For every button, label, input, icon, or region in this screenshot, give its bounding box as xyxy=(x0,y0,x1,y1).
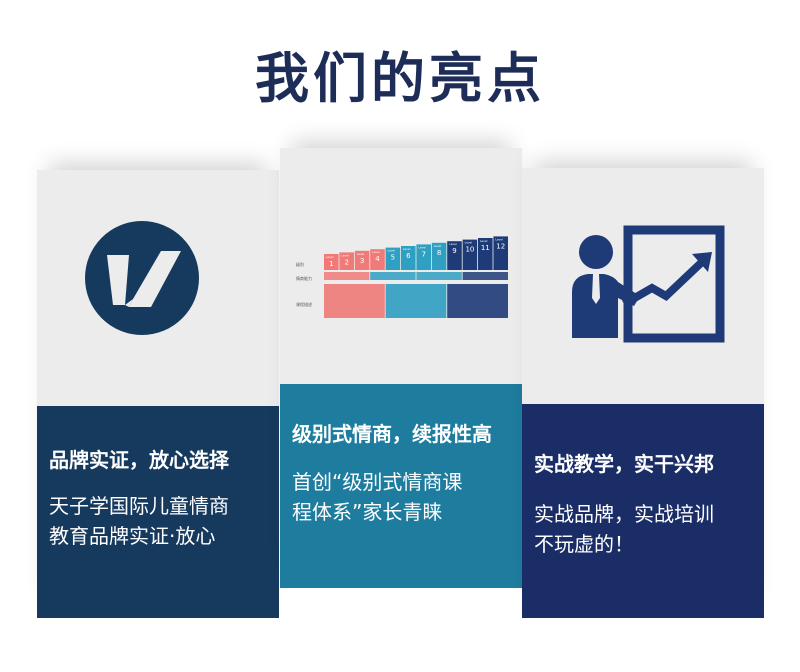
mini-level-box xyxy=(416,244,431,270)
page-title: 我们的亮点 xyxy=(255,47,545,110)
mini-level-tag: Level xyxy=(341,253,349,257)
mini-ability-strip xyxy=(324,272,370,280)
mini-row-label: 情商能力 xyxy=(296,275,312,281)
mini-level-number: 6 xyxy=(406,252,411,260)
card-body-line: 不玩虚的！ xyxy=(534,532,634,556)
mini-level-tag: Level xyxy=(372,250,380,254)
mini-description-block xyxy=(324,284,385,318)
mini-level-number: 10 xyxy=(465,246,474,254)
card-brand-panel: 品牌实证，放心选择 天子学国际儿童情商 教育品牌实证·放心 xyxy=(37,406,279,618)
card-heading: 品牌实证，放心选择 xyxy=(49,448,229,472)
mini-level-tag: Level xyxy=(388,249,396,253)
card-body-line: 实战品牌，实战培训 xyxy=(534,502,714,526)
mini-level-number: 7 xyxy=(421,250,425,258)
mini-description-block xyxy=(385,284,447,318)
mini-ability-strip xyxy=(370,272,416,280)
mini-level-number: 8 xyxy=(437,249,441,257)
level-chart-icon: 级别情商能力课程描述Level1Level2Level3Level4Level5… xyxy=(296,236,508,318)
card-heading: 实战教学，实干兴邦 xyxy=(534,452,714,476)
mini-level-number: 12 xyxy=(496,242,505,250)
card-body-line: 天子学国际儿童情商 xyxy=(49,494,229,518)
mini-ability-strip xyxy=(416,272,462,280)
teacher-chart-icon xyxy=(572,225,725,343)
mini-level-box xyxy=(339,252,354,270)
mini-level-number: 3 xyxy=(360,257,364,265)
mini-level-tag: Level xyxy=(403,247,411,251)
mini-level-box xyxy=(431,242,447,270)
mini-level-box xyxy=(370,249,385,270)
mini-level-tag: Level xyxy=(434,244,442,248)
mini-level-tag: Level xyxy=(326,255,334,259)
mini-level-tag: Level xyxy=(480,239,488,243)
card-practice-panel: 实战教学，实干兴邦 实战品牌，实战培训 不玩虚的！ xyxy=(522,404,764,618)
card-practice: 实战教学，实干兴邦 实战品牌，实战培训 不玩虚的！ xyxy=(522,168,764,618)
mini-description-block xyxy=(447,284,508,318)
mini-level-box xyxy=(493,236,508,270)
mini-level-tag: Level xyxy=(465,241,473,245)
mini-level-box xyxy=(447,241,462,270)
mini-level-number: 5 xyxy=(391,254,395,262)
mini-level-box xyxy=(462,239,478,270)
card-body-line: 教育品牌实证·放心 xyxy=(49,524,216,548)
mini-level-tag: Level xyxy=(357,252,365,256)
mini-level-box xyxy=(401,246,416,270)
mini-ability-strip xyxy=(462,272,508,280)
mini-level-box xyxy=(354,250,370,270)
v-logo-icon xyxy=(85,221,199,335)
mini-level-number: 2 xyxy=(344,258,348,266)
mini-level-number: 4 xyxy=(375,255,380,263)
mini-level-tag: Level xyxy=(495,237,503,241)
mini-level-box xyxy=(478,238,493,270)
mini-level-number: 9 xyxy=(452,247,456,255)
mini-level-number: 1 xyxy=(329,260,333,268)
card-body-line: 首创“级别式情商课 xyxy=(292,470,463,494)
mini-row-label: 级别 xyxy=(296,261,304,267)
mini-level-tag: Level xyxy=(418,245,426,249)
card-heading: 级别式情商，续报性高 xyxy=(292,422,492,446)
mini-level-box xyxy=(385,247,401,270)
mini-level-box xyxy=(324,254,339,270)
card-body-line: 程体系”家长青睐 xyxy=(292,500,443,524)
card-level-panel: 级别式情商，续报性高 首创“级别式情商课 程体系”家长青睐 xyxy=(280,384,522,588)
mini-level-number: 11 xyxy=(481,244,490,252)
mini-row-label: 课程描述 xyxy=(296,301,312,307)
card-brand: 品牌实证，放心选择 天子学国际儿童情商 教育品牌实证·放心 xyxy=(37,170,279,618)
mini-level-tag: Level xyxy=(449,242,457,246)
